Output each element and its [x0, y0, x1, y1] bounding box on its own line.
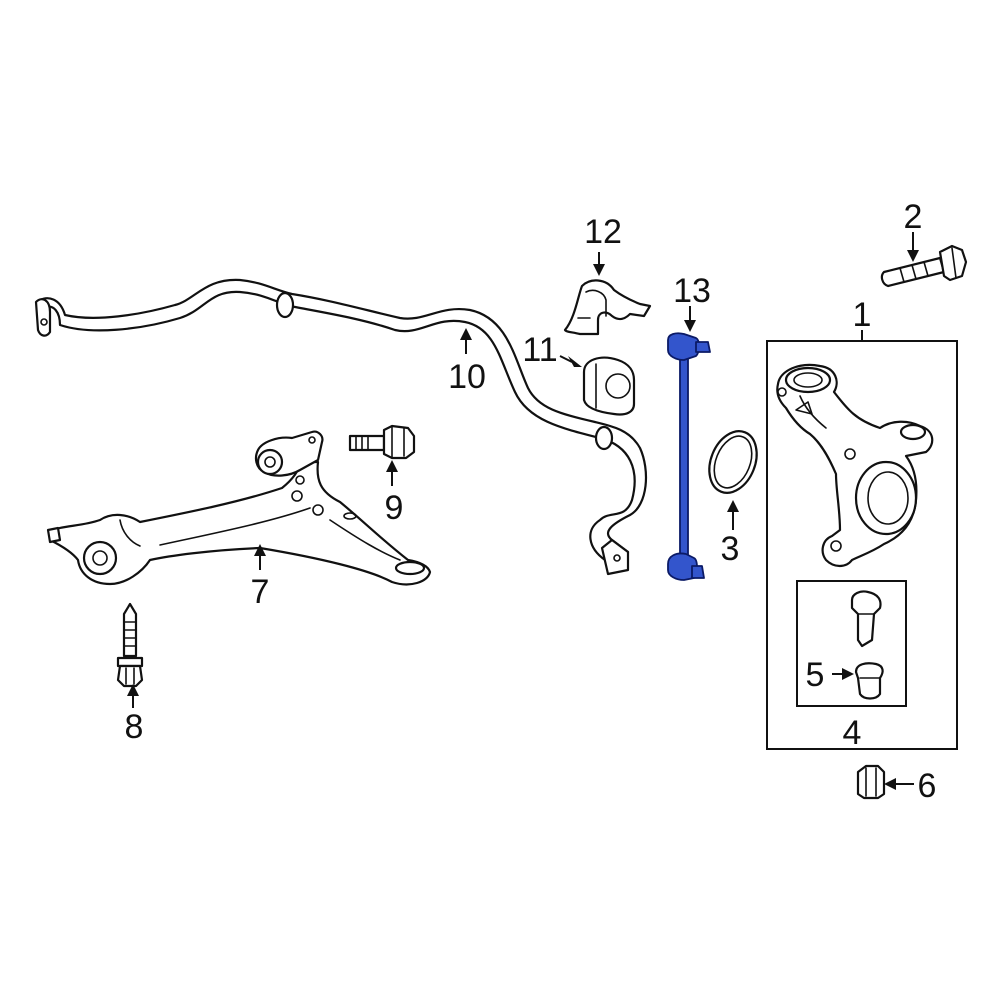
- callout-12: 12: [584, 213, 622, 251]
- callout-6: 6: [918, 767, 937, 805]
- callout-7: 7: [251, 573, 270, 611]
- callout-2: 2: [904, 198, 923, 236]
- ball-joint-boot[interactable]: [854, 662, 884, 700]
- callout-8: 8: [125, 708, 144, 746]
- knuckle-nut[interactable]: [856, 764, 886, 800]
- stabilizer-bracket[interactable]: [563, 279, 652, 336]
- control-arm-bushing: [254, 430, 324, 477]
- stabilizer-bar[interactable]: [34, 278, 647, 576]
- callout-4: 4: [843, 714, 862, 752]
- lower-control-arm[interactable]: [46, 460, 432, 586]
- stabilizer-bushing[interactable]: [582, 356, 636, 416]
- arm-bolt-vertical[interactable]: [116, 602, 144, 688]
- callout-11: 11: [522, 331, 557, 369]
- callout-5: 5: [806, 656, 825, 694]
- callout-1: 1: [853, 296, 872, 334]
- arm-bolt[interactable]: [348, 424, 416, 460]
- callout-13: 13: [673, 272, 711, 310]
- steering-knuckle[interactable]: [776, 363, 934, 568]
- callout-9: 9: [385, 489, 404, 527]
- stabilizer-link[interactable]: [667, 332, 711, 581]
- callout-10: 10: [448, 358, 486, 396]
- leader-lines: [127, 232, 919, 790]
- ball-joint-stud[interactable]: [850, 590, 882, 648]
- seal-ring[interactable]: [701, 424, 766, 500]
- ball-joint-box: [796, 580, 907, 707]
- callout-3: 3: [721, 530, 740, 568]
- knuckle-bolt[interactable]: [880, 244, 968, 288]
- callout-labels: 1 2 3 4 5 6 7 8 9 10 11 12 13: [125, 198, 937, 805]
